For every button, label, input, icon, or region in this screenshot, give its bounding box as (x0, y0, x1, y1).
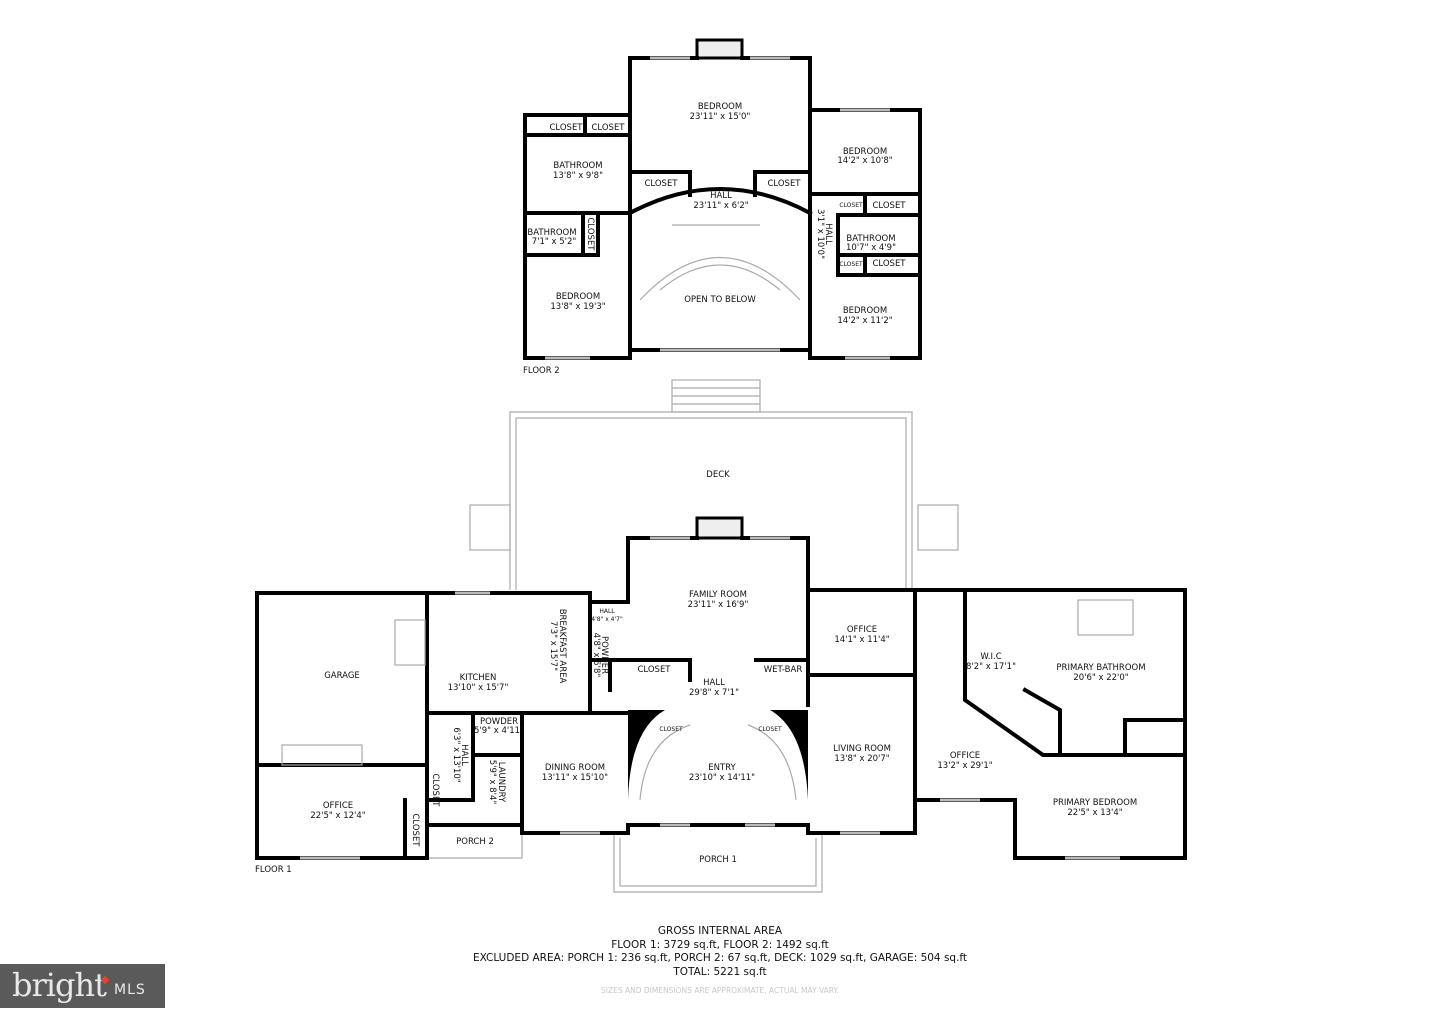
bright-mls-logo: bright MLS (0, 964, 165, 1008)
closet-label: CLOSET (872, 259, 906, 269)
room-name: POWDER (599, 636, 609, 674)
closet-label: CLOSET (758, 726, 782, 733)
room-name: ENTRY (708, 763, 736, 773)
summary-title: GROSS INTERNAL AREA (657, 925, 783, 937)
floor-2-labels: FLOOR 2 BEDROOM 23'11" x 15'0" CLOSET CL… (523, 102, 906, 376)
stair-walls (628, 710, 808, 800)
summary-total: TOTAL: 5221 sq.ft (673, 965, 767, 978)
room-name: BATHROOM (553, 161, 602, 171)
open-to-below-label: OPEN TO BELOW (684, 295, 756, 305)
garage-label: GARAGE (324, 671, 360, 681)
room-size: 22'5" x 12'4" (310, 811, 365, 821)
closet-label: CLOSET (585, 217, 595, 251)
room-size: 22'5" x 13'4" (1067, 808, 1122, 818)
room-size: 23'11" x 6'2" (693, 201, 748, 211)
fireplace-icon (695, 516, 744, 540)
room-size: 13'8" x 19'3" (550, 302, 605, 312)
porch-1-label: PORCH 1 (699, 855, 737, 865)
summary-floors: FLOOR 1: 3729 sq.ft, FLOOR 2: 1492 sq.ft (611, 938, 829, 951)
room-name: OFFICE (950, 751, 980, 761)
closet-label: CLOSET (659, 726, 683, 733)
floor-1-labels: FLOOR 1 DECK FAMILY ROOM 23'11" x 16'9" … (255, 470, 1146, 875)
closet-label: CLOSET (839, 202, 863, 209)
deck-stairs-icon (469, 504, 511, 551)
porch-2-label: PORCH 2 (456, 837, 494, 847)
room-name: BEDROOM (843, 147, 887, 157)
room-size: 6'3" x 13'10" (451, 727, 461, 782)
room-size: 13'10" x 15'7" (448, 683, 509, 693)
closet-label: CLOSET (637, 665, 671, 675)
room-name: W.I.C (980, 652, 1001, 662)
room-size: 13'11" x 15'10" (542, 773, 608, 783)
room-name: KITCHEN (460, 673, 497, 683)
room-size: 29'8" x 7'1" (689, 688, 739, 698)
room-size: 23'11" x 15'0" (690, 112, 751, 122)
room-name: HALL (823, 223, 833, 245)
closet-label: CLOSET (839, 261, 863, 268)
room-name: DINING ROOM (545, 763, 605, 773)
room-size: 14'2" x 10'8" (837, 156, 892, 166)
room-name: FAMILY ROOM (689, 590, 747, 600)
room-name: BEDROOM (698, 102, 742, 112)
room-size: 20'6" x 22'0" (1073, 673, 1128, 683)
room-size: 7'1" x 5'2" (532, 237, 577, 247)
closet-label: CLOSET (872, 201, 906, 211)
room-size: 5'9" x 8'4" (487, 760, 497, 805)
deck-stairs-icon (917, 504, 959, 551)
room-size: 23'10" x 14'11" (689, 773, 755, 783)
disclaimer: SIZES AND DIMENSIONS ARE APPROXIMATE, AC… (600, 986, 839, 995)
room-size: 14'2" x 11'2" (837, 316, 892, 326)
deck-and-porches (426, 379, 959, 893)
closet-label: CLOSET (549, 123, 583, 133)
deck-label: DECK (706, 470, 730, 480)
closet-label: CLOSET (644, 179, 678, 189)
closet-label: CLOSET (767, 179, 801, 189)
room-name: BATHROOM (527, 228, 576, 238)
room-name: OFFICE (323, 801, 353, 811)
room-size: 4'8" x 4'7" (591, 616, 623, 623)
floor-1-label: FLOOR 1 (255, 865, 292, 875)
summary-excluded: EXCLUDED AREA: PORCH 1: 236 sq.ft, PORCH… (472, 952, 968, 964)
room-size: 5'9" x 4'11" (474, 726, 524, 736)
fireplace-icon (695, 38, 744, 60)
garage-stairs-icon (394, 619, 426, 666)
room-size: 4'8" x 5'8" (591, 633, 601, 678)
floor-1-walls (255, 516, 1187, 860)
room-name: BEDROOM (556, 292, 600, 302)
logo-brand: bright (12, 966, 107, 1004)
room-name: BEDROOM (843, 306, 887, 316)
bathtub-icon (1077, 599, 1134, 636)
room-name: PRIMARY BEDROOM (1053, 798, 1137, 808)
room-name: HALL (599, 608, 615, 615)
room-size: 3'1" x 10'0" (815, 209, 825, 259)
room-size: 7'3" x 15'7" (548, 621, 558, 671)
room-size: 13'2" x 29'1" (937, 761, 992, 771)
room-name: OFFICE (847, 625, 877, 635)
closet-label: CLOSET (430, 773, 440, 807)
room-name: HALL (459, 744, 469, 766)
room-size: 13'8" x 9'8" (553, 171, 603, 181)
room-name: HALL (710, 191, 732, 201)
room-name: BREAKFAST AREA (557, 609, 567, 684)
floor-2-label: FLOOR 2 (523, 366, 560, 376)
room-size: 8'2" x 17'1" (966, 662, 1016, 672)
room-name: POWDER (480, 717, 518, 727)
room-size: 14'1" x 11'4" (834, 635, 889, 645)
room-size: 23'11" x 16'9" (688, 600, 749, 610)
room-name: LIVING ROOM (833, 744, 891, 754)
room-name: LAUNDRY (496, 762, 506, 803)
garage-shelves (281, 744, 363, 766)
room-size: 10'7" x 4'9" (846, 243, 896, 253)
room-name: PRIMARY BATHROOM (1056, 663, 1145, 673)
closet-label: CLOSET (410, 813, 420, 847)
logo-suffix: MLS (114, 982, 146, 998)
room-name: BATHROOM (846, 234, 895, 244)
room-name: HALL (703, 678, 725, 688)
room-size: 13'8" x 20'7" (834, 754, 889, 764)
wet-bar-label: WET-BAR (764, 665, 803, 675)
floor-2-walls (523, 38, 922, 360)
area-summary: GROSS INTERNAL AREA FLOOR 1: 3729 sq.ft,… (0, 925, 1440, 998)
closet-label: CLOSET (591, 123, 625, 133)
